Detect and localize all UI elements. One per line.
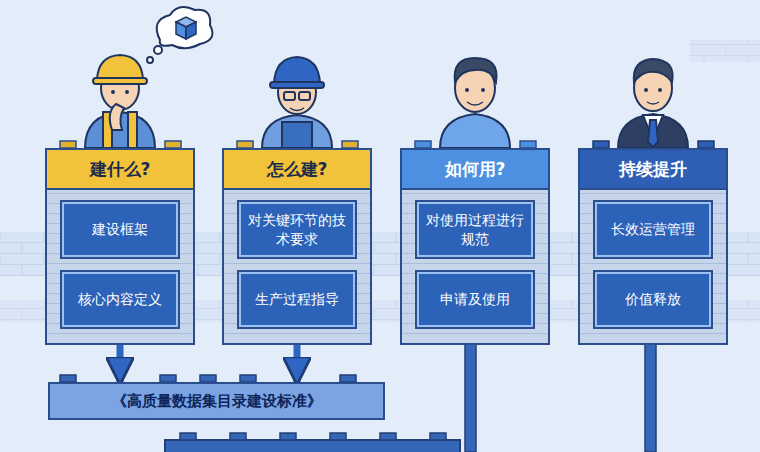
- box-text: 对关键环节的技术要求: [247, 211, 347, 247]
- down-arrow: [294, 345, 301, 382]
- brick-pillar: 怎么建? 对关键环节的技术要求生产过程指导: [222, 148, 372, 345]
- pillar-header: 怎么建?: [224, 150, 370, 190]
- down-arrow: [117, 345, 124, 382]
- pillar-header: 建什么?: [47, 150, 193, 190]
- box-text: 申请及使用: [440, 290, 510, 308]
- box-text: 生产过程指导: [255, 290, 339, 308]
- box-text: 核心内容定义: [78, 290, 162, 308]
- content-box: 长效运营管理: [595, 202, 711, 257]
- box-text: 建设框架: [92, 220, 148, 238]
- box-text: 《高质量数据集目录建设标准》: [112, 392, 322, 411]
- box-text: 价值释放: [625, 290, 681, 308]
- content-box: 建设框架: [62, 202, 178, 257]
- content-box: 对使用过程进行规范: [417, 202, 533, 257]
- pillar-header: 如何用?: [402, 150, 548, 190]
- box-text: 对使用过程进行规范: [425, 211, 525, 247]
- content-box: 价值释放: [595, 272, 711, 327]
- content-box: 申请及使用: [417, 272, 533, 327]
- brick-pillar: 如何用? 对使用过程进行规范申请及使用: [400, 148, 550, 345]
- brick-pillar: 持续提升长效运营管理价值释放: [578, 148, 728, 345]
- content-box: 对关键环节的技术要求: [239, 202, 355, 257]
- content-box: 核心内容定义: [62, 272, 178, 327]
- standard-bar: 《高质量数据集目录建设标准》: [48, 382, 385, 420]
- brick-pillar: 建什么? 建设框架核心内容定义: [45, 148, 195, 345]
- pillar-header: 持续提升: [580, 150, 726, 190]
- content-box: 生产过程指导: [239, 272, 355, 327]
- box-text: 长效运营管理: [611, 220, 695, 238]
